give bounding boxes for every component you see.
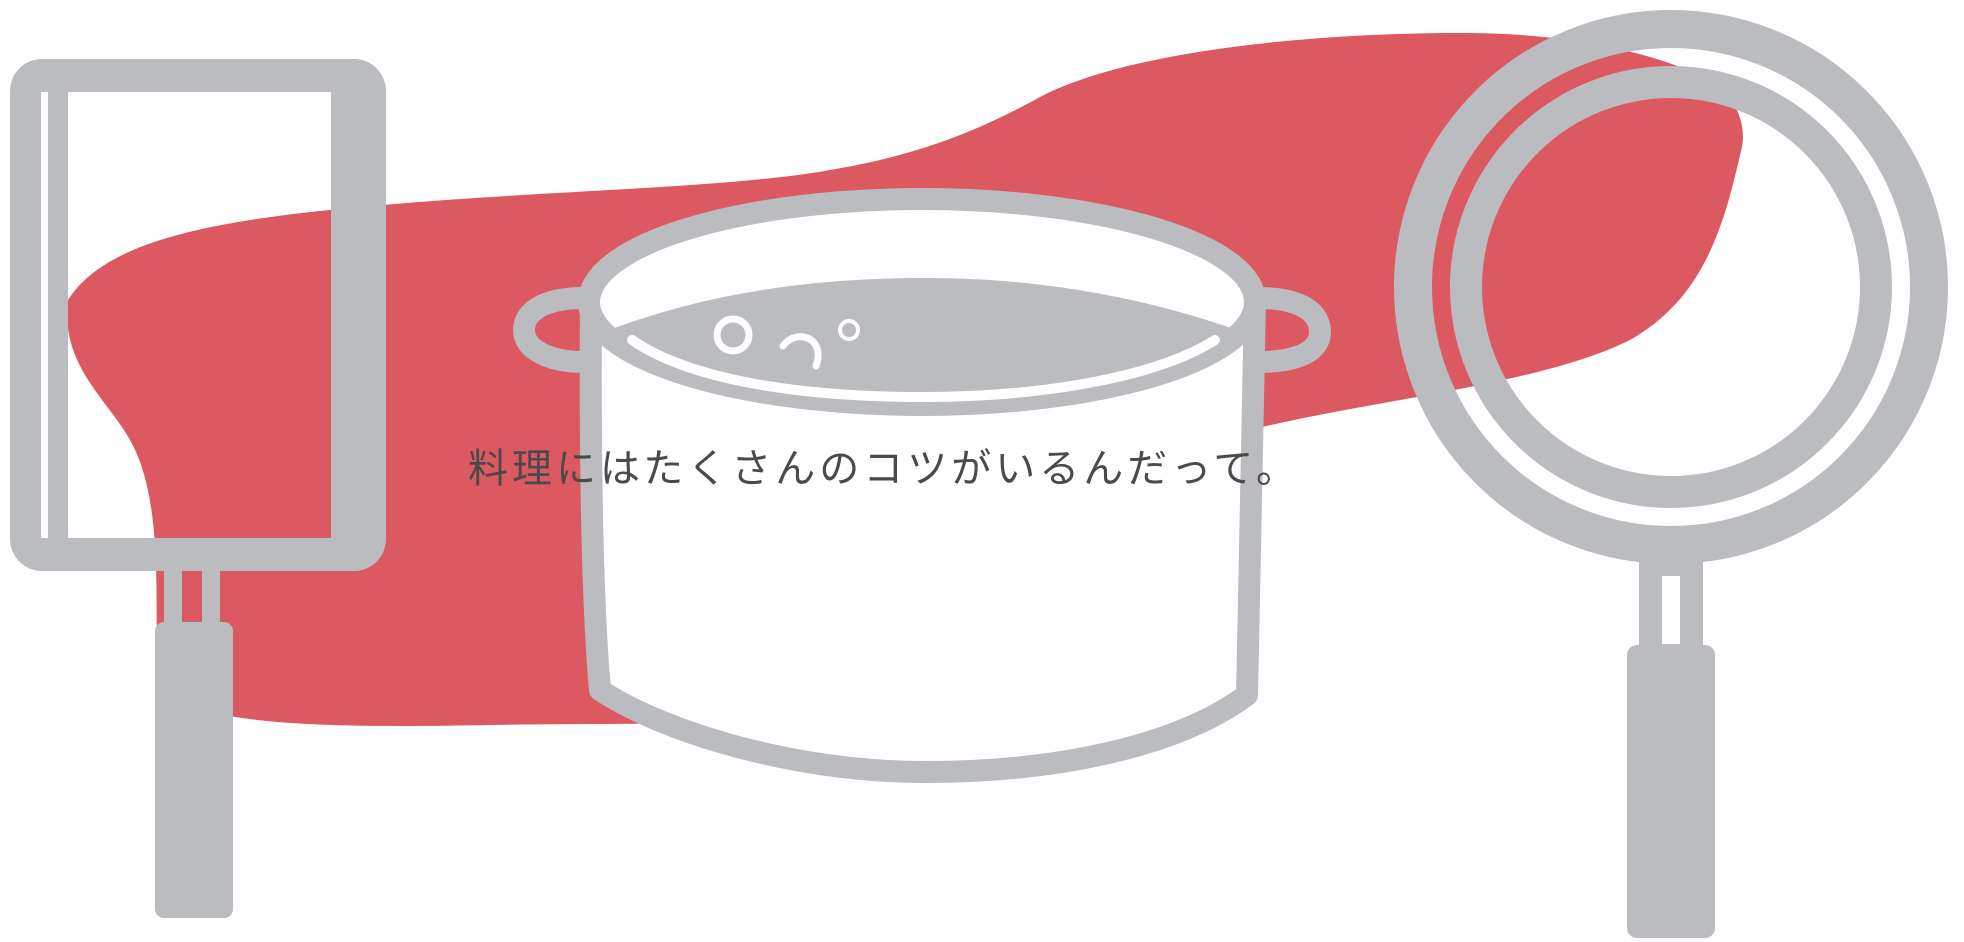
cooking-pot-icon: [512, 188, 1332, 783]
caption-text: 料理にはたくさんのコツがいるんだって。: [468, 446, 1300, 492]
magnifying-glass-icon: [1394, 10, 1948, 938]
